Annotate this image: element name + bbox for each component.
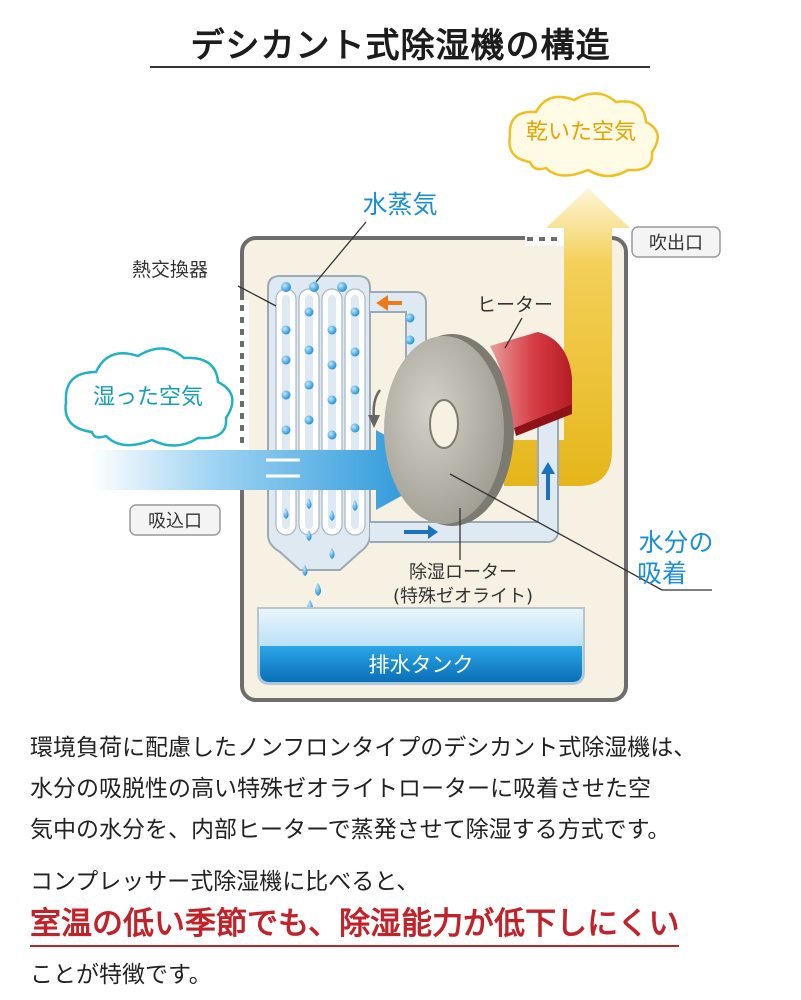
rotor-label-line1: 除湿ローター — [409, 562, 517, 583]
exhaust-tag — [631, 226, 721, 258]
heat-exchanger-label: 熱交換器 — [132, 259, 208, 281]
desiccant-diagram: 乾いた空気 湿った空気 水蒸気 熱交換器 ヒーター 吹出口 吸込口 水分の 吸着… — [64, 92, 721, 702]
exhaust-label: 吹出口 — [649, 233, 703, 254]
humid-air-arrow — [90, 430, 448, 510]
intake-tag — [129, 504, 221, 536]
moisture-label-line2: 吸着 — [637, 559, 687, 588]
intake-slots — [266, 458, 300, 478]
closing-text: ことが特徴です。 — [30, 962, 212, 988]
heater — [490, 332, 572, 436]
leader-lines — [237, 221, 712, 591]
description-line: 気中の水分を、内部ヒーターで蒸発させて除湿する方式です。 — [30, 817, 671, 843]
blue-flow-arrows — [404, 462, 555, 539]
highlight-statement: 室温の低い季節でも、除湿能力が低下しにくい — [30, 898, 680, 947]
heat-exchanger-tubes — [276, 289, 365, 535]
rotor-label-line2: (特殊ゼオライト) — [393, 586, 533, 607]
dry-air-arrow — [504, 188, 630, 486]
tank-label: 排水タンク — [369, 653, 474, 677]
moisture-label-line1: 水分の — [638, 528, 713, 557]
water-vapor-label: 水蒸気 — [362, 190, 437, 219]
page-title: デシカント式除湿機の構造 — [190, 26, 611, 66]
dry-air-label: 乾いた空気 — [526, 120, 636, 145]
exhaust-opening — [525, 232, 571, 246]
dehumidifier-rotor — [384, 334, 514, 526]
title-underline — [150, 66, 650, 68]
intake-label: 吸込口 — [148, 511, 202, 532]
humid-air-label: 湿った空気 — [93, 385, 203, 410]
comparison-lead: コンプレッサー式除湿機に比べると、 — [30, 869, 420, 895]
description-line: 環境負荷に配慮したノンフロンタイプのデシカント式除湿機は、 — [30, 735, 697, 761]
description: 環境負荷に配慮したノンフロンタイプのデシカント式除湿機は、 水分の吸脱性の高い特… — [30, 728, 790, 851]
heat-exchanger-tube-edges — [275, 288, 366, 536]
humid-air-cloud — [64, 347, 234, 447]
drain-tank — [257, 607, 585, 685]
dry-air-cloud — [508, 92, 659, 178]
heater-label: ヒーター — [477, 294, 553, 316]
intake-opening — [235, 300, 249, 450]
description-line: 水分の吸脱性の高い特殊ゼオライトローターに吸着させた空 — [30, 776, 651, 802]
